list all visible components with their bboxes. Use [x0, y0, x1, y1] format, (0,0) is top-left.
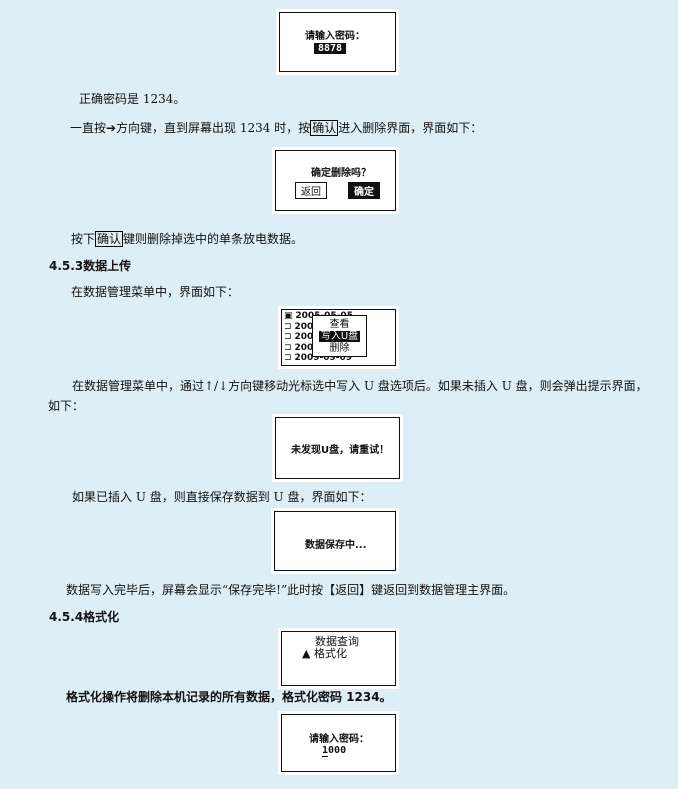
password-prompt: 请输入密码：: [305, 31, 365, 42]
bracket-icon: ⊐: [284, 342, 292, 353]
para-press-arrow-after: 进入删除界面，界面如下：: [338, 121, 483, 135]
para-write-complete: 数据写入完毕后，屏幕会显示“保存完毕!”此时按【返回】键返回到数据管理主界面。: [66, 583, 516, 597]
usb-not-found-message: 未发现U盘，请重试！: [291, 445, 390, 456]
heading-data-upload: 4.5.3数据上传: [49, 259, 132, 273]
para-usb-inserted: 如果已插入 U 盘，则直接保存数据到 U 盘，界面如下：: [72, 490, 372, 504]
confirm-key-label: 确认: [310, 120, 339, 136]
menu-item-format[interactable]: ▲ 格式化: [302, 647, 347, 660]
password-screen-2: 请输入密码： 1000: [278, 711, 399, 775]
para-select-line1: 在数据管理菜单中，通过↑/↓方向键移动光标选中写入 U 盘选项后。如果未插入 U…: [72, 379, 648, 393]
para-select-line2: 如下：: [48, 399, 85, 413]
para-correct-password: 正确密码是 1234。: [79, 92, 186, 106]
para-delete-single: 按下确认键则删除掉选中的单条放电数据。: [71, 230, 303, 247]
bracket-icon: ⊐: [284, 353, 292, 363]
para-delete-before: 按下: [71, 232, 96, 246]
format-menu-screen: 数据查询 ▲ 格式化: [278, 628, 399, 689]
password-prompt-2: 请输入密码：: [309, 734, 369, 745]
list-item: ⊐ 2009-09-09: [284, 353, 353, 363]
password-input-2[interactable]: 1000: [322, 745, 347, 757]
data-management-screen: ▣ 2005-05-05 ⊐ 2006-06-06 ⊐ 2007-07-07 ⊐…: [278, 306, 399, 369]
para-press-arrow-before: 一直按➔方向键，直到屏幕出现 1234 时，按: [70, 121, 311, 135]
para-data-menu: 在数据管理菜单中，界面如下：: [71, 285, 240, 299]
password-screen-1: 请输入密码： 8878: [276, 9, 399, 75]
para-press-arrow: 一直按➔方向键，直到屏幕出现 1234 时，按确认进入删除界面，界面如下：: [70, 119, 482, 136]
confirm-delete-question: 确定删除吗？: [311, 168, 371, 179]
confirm-delete-screen: 确定删除吗？ 返回 确定: [272, 147, 399, 214]
menu-item-data-query[interactable]: 数据查询: [315, 635, 359, 648]
saving-screen: 数据保存中...: [271, 508, 399, 574]
menu-item-write-usb[interactable]: 写入U盘: [318, 331, 361, 342]
password-value: 8878: [314, 43, 347, 54]
bracket-icon: ⊐: [284, 321, 292, 332]
bracket-icon: ⊐: [284, 332, 292, 342]
usb-not-found-screen: 未发现U盘，请重试！: [272, 414, 403, 482]
para-delete-after: 键则删除掉选中的单条放电数据。: [123, 232, 304, 246]
menu-item-delete[interactable]: 删除: [329, 343, 350, 354]
menu-item-view[interactable]: 查看: [329, 319, 350, 330]
ok-button[interactable]: 确定: [348, 182, 380, 199]
popup-menu: 查看 写入U盘 删除: [312, 315, 367, 357]
back-button[interactable]: 返回: [295, 182, 327, 199]
confirm-key-label-2: 确认: [95, 231, 124, 247]
saving-message: 数据保存中...: [305, 540, 367, 551]
input-cursor: 1: [322, 745, 329, 757]
para-select-write-usb: 在数据管理菜单中，通过↑/↓方向键移动光标选中写入 U 盘选项后。如果未插入 U…: [48, 376, 648, 416]
password-rest: 000: [328, 745, 347, 756]
selected-marker-icon: ▣: [284, 311, 293, 321]
heading-format: 4.5.4格式化: [49, 610, 120, 624]
para-format-warning: 格式化操作将删除本机记录的所有数据，格式化密码 1234。: [66, 690, 392, 704]
